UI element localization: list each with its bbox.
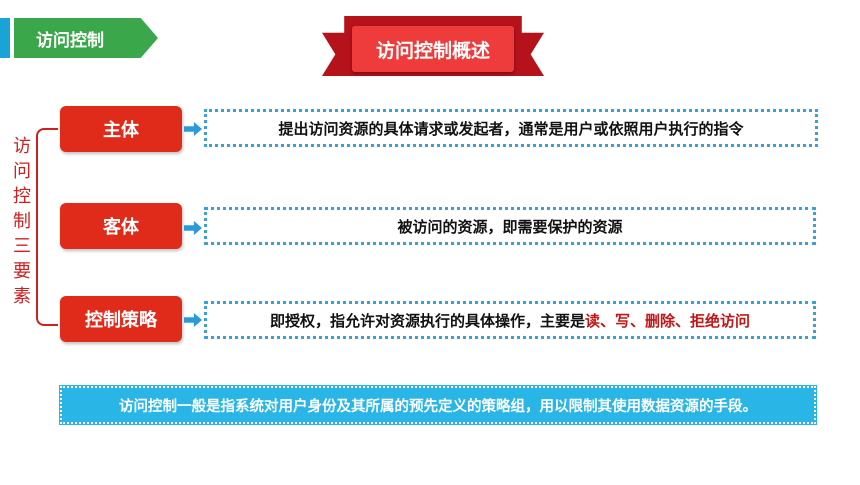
arrow-right-icon	[184, 313, 202, 327]
bracket	[36, 128, 58, 326]
summary-banner: 访问控制一般是指系统对用户身份及其所属的预先定义的策略组，用以限制其使用数据资源…	[59, 385, 817, 425]
section-tag: 访问控制	[14, 18, 158, 58]
element-policy-description: 即授权，指允许对资源执行的具体操作，主要是读、写、删除、拒绝访问	[204, 301, 816, 339]
arrow-right-icon	[184, 221, 202, 235]
section-accent-bar	[0, 18, 10, 58]
element-subject-description: 提出访问资源的具体请求或发起者，通常是用户或依照用户执行的指令	[204, 109, 818, 147]
vertical-label: 访问控制三要素	[13, 136, 31, 307]
page-title: 访问控制概述	[352, 26, 514, 72]
policy-description-highlight: 读、写、删除、拒绝访问	[585, 311, 751, 330]
element-policy: 控制策略	[60, 296, 182, 342]
policy-description-prefix: 即授权，指允许对资源执行的具体操作，主要是	[269, 311, 585, 330]
arrow-right-icon	[184, 122, 202, 136]
element-object-description: 被访问的资源，即需要保护的资源	[204, 207, 816, 245]
element-object: 客体	[60, 203, 182, 249]
element-subject: 主体	[60, 106, 182, 152]
